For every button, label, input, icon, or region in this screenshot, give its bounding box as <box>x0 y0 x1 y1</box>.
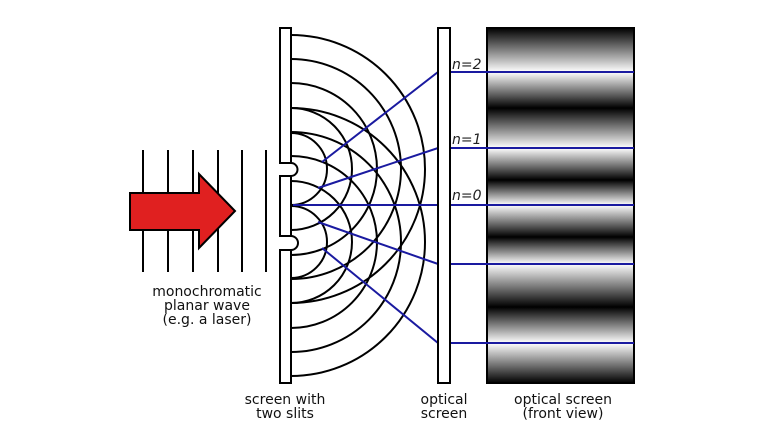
order-label: n=0 <box>452 188 482 204</box>
wave-arc <box>291 205 328 279</box>
optical-screen-label: optical <box>421 392 468 408</box>
order-labels: n=2 n=1 n=0 <box>452 57 482 204</box>
wave-label: (e.g. a laser) <box>163 312 252 328</box>
wave-arc <box>291 107 426 377</box>
front-view-label: optical screen <box>514 392 612 408</box>
wave-arc <box>291 180 353 304</box>
wave-arc <box>291 58 402 280</box>
wave-label: planar wave <box>164 298 250 314</box>
wave-arc <box>291 131 402 353</box>
wave-arc <box>291 107 353 231</box>
optical-screen-label: screen <box>421 406 468 422</box>
order-label: n=2 <box>452 57 482 73</box>
order-label: n=1 <box>452 132 482 148</box>
wave-arc <box>291 132 328 206</box>
slits-label: two slits <box>256 406 314 422</box>
slits-label: screen with <box>245 392 326 408</box>
front-view-label: (front view) <box>523 406 604 422</box>
wave-arc <box>291 34 426 304</box>
optical-screen-side <box>437 27 451 384</box>
slit-screen <box>279 27 299 384</box>
wave-label: monochromatic <box>152 284 262 300</box>
arrow-icon <box>129 171 237 251</box>
